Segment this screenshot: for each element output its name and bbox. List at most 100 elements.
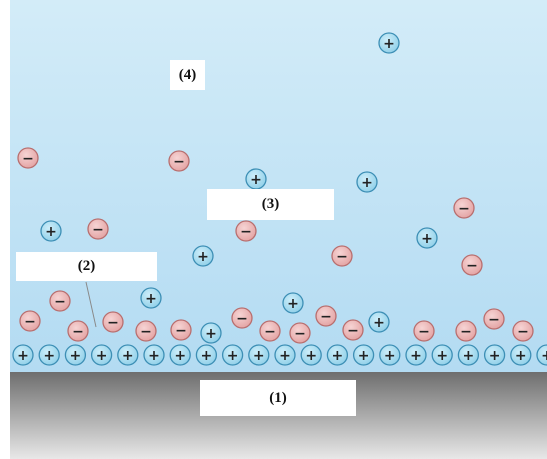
positive-ion-body (352, 344, 375, 366)
plus-sign: + (250, 172, 262, 188)
positive-ion-body (40, 220, 62, 242)
surface-positive-charge: + (169, 344, 191, 366)
surface-positive-charge: + (405, 344, 427, 366)
bulk-solution-label: (4) (170, 60, 205, 90)
positive-ion-body (368, 311, 390, 333)
negative-ion: − (455, 320, 477, 342)
negative-ion-body (331, 245, 353, 267)
minus-sign: − (294, 326, 306, 342)
positive-ion-body (300, 344, 322, 366)
plus-sign: + (201, 348, 213, 364)
plus-sign: + (96, 348, 108, 364)
plus-sign: + (70, 348, 82, 364)
minus-sign: − (72, 324, 84, 340)
plus-sign: + (287, 296, 299, 312)
minus-sign: − (54, 294, 66, 310)
surface-positive-charge: + (90, 344, 113, 366)
negative-ion: − (315, 305, 337, 327)
positive-ion-body (143, 344, 165, 366)
negative-ion-body (168, 150, 190, 172)
minus-sign: − (488, 312, 500, 328)
surface-positive-charge: + (143, 344, 165, 366)
negative-ion-body (19, 310, 41, 332)
positive-ion-body (192, 245, 214, 267)
plus-sign: + (174, 348, 186, 364)
minus-sign: − (264, 324, 276, 340)
negative-ion: − (512, 320, 534, 342)
positive-ion: + (40, 220, 62, 242)
positive-ion-body (378, 32, 400, 54)
negative-ion-body (512, 320, 534, 342)
negative-ion: − (453, 197, 475, 219)
plus-sign: + (421, 231, 433, 247)
minus-sign: − (460, 324, 472, 340)
surface-positive-charge: + (536, 344, 547, 366)
negative-ion: − (168, 150, 190, 172)
negative-ion-body (231, 307, 253, 329)
positive-ion-body (38, 344, 60, 366)
positive-ion-body (457, 344, 480, 366)
plus-sign: + (361, 175, 373, 191)
positive-ion-body (326, 344, 349, 366)
negative-ion-body (342, 319, 364, 341)
negative-ion: − (342, 319, 364, 341)
plus-sign: + (463, 348, 475, 364)
positive-ion: + (356, 171, 378, 193)
surface-positive-charge: + (300, 344, 322, 366)
plus-sign: + (383, 36, 395, 52)
negative-ion-body (461, 254, 483, 276)
negative-ion: − (483, 308, 505, 330)
negative-ion: − (17, 147, 39, 169)
negative-ion-body (135, 320, 157, 342)
surface-positive-charge: + (379, 344, 401, 366)
plus-sign: + (279, 348, 291, 364)
surface-positive-charge: + (117, 344, 139, 366)
surface-positive-charge: + (457, 344, 480, 366)
surface-positive-charge: + (195, 344, 218, 366)
electrode-label: (1) (200, 380, 356, 416)
plus-sign: + (205, 326, 217, 342)
positive-ion-body (282, 292, 304, 314)
minus-sign: − (236, 311, 248, 327)
positive-ion: + (245, 168, 267, 190)
surface-positive-charge: + (326, 344, 349, 366)
positive-ion: + (200, 322, 222, 344)
minus-sign: − (92, 222, 104, 238)
positive-ion-body (416, 227, 438, 249)
negative-ion-body (483, 308, 505, 330)
negative-ion-body (102, 311, 124, 333)
minus-sign: − (240, 224, 252, 240)
negative-ion: − (49, 290, 71, 312)
plus-sign: + (436, 348, 448, 364)
negative-ion-body (235, 220, 257, 242)
negative-ion-body (315, 305, 337, 327)
minus-sign: − (140, 324, 152, 340)
positive-ion-body (274, 344, 296, 366)
plus-sign: + (373, 315, 385, 331)
positive-ion-body (248, 344, 270, 366)
minus-sign: − (175, 323, 187, 339)
minus-sign: − (466, 258, 478, 274)
surface-positive-charge: + (64, 344, 87, 366)
negative-ion: − (135, 320, 157, 342)
negative-ion: − (235, 220, 257, 242)
minus-sign: − (347, 323, 359, 339)
negative-ion: − (102, 311, 124, 333)
positive-ion: + (416, 227, 438, 249)
plus-sign: + (227, 348, 239, 364)
plus-sign: + (515, 348, 527, 364)
positive-ion-body (405, 344, 427, 366)
negative-ion: − (289, 322, 311, 344)
plus-sign: + (358, 348, 370, 364)
minus-sign: − (173, 154, 185, 170)
minus-sign: − (458, 201, 470, 217)
positive-ion-body (140, 287, 162, 309)
positive-ion: + (192, 245, 214, 267)
plus-sign: + (410, 348, 422, 364)
minus-sign: − (22, 151, 34, 167)
positive-ion-body (510, 344, 532, 366)
surface-positive-charge: + (431, 344, 453, 366)
negative-ion-body (259, 320, 281, 342)
positive-ion-body (12, 344, 34, 366)
surface-positive-charge: + (248, 344, 270, 366)
